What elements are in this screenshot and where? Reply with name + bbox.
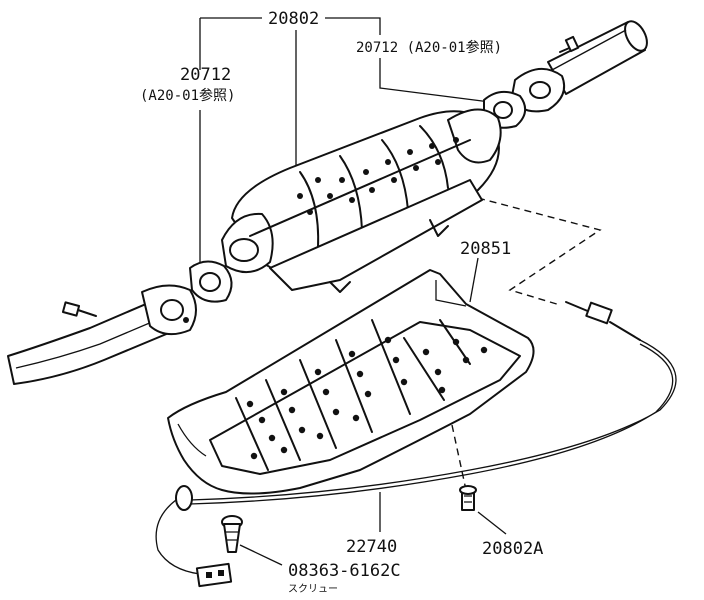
leader-lines: [199, 17, 602, 566]
insulator-holes: [246, 336, 488, 460]
gasket-front: [189, 260, 233, 303]
label-bolt: 20802A: [482, 539, 543, 559]
rear-exhaust-pipe: [511, 20, 648, 113]
label-heat-insulator: 20851: [460, 239, 511, 259]
label-gasket-rear: 20712 (A20-01参照): [356, 39, 502, 56]
label-screw-name: スクリュー: [288, 583, 338, 595]
catalytic-converter: [221, 108, 502, 293]
label-sensor: 22740: [346, 537, 397, 557]
front-exhaust-pipe: [7, 284, 197, 385]
bolt-20802a: [459, 485, 477, 511]
screw: [221, 515, 243, 553]
converter-dimples: [297, 137, 459, 215]
label-assembly: 20802: [268, 9, 319, 29]
heat-insulator: [167, 269, 535, 495]
label-gasket-front-ref: (A20-01参照): [140, 87, 235, 104]
label-gasket-front-code: 20712: [180, 65, 231, 85]
oxygen-sensor: [155, 301, 677, 588]
label-screw: 08363-6162C: [288, 561, 401, 581]
